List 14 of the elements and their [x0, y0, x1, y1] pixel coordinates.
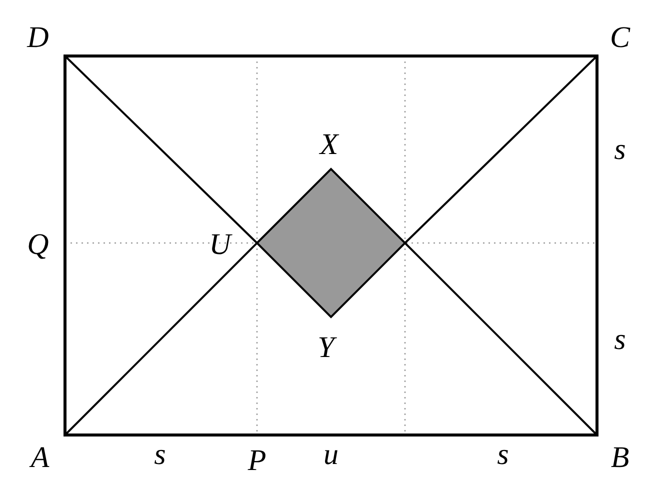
- length-label: s: [497, 440, 509, 470]
- point-label: Q: [27, 230, 49, 260]
- point-label: X: [320, 130, 338, 160]
- length-label: u: [324, 440, 338, 470]
- point-label: D: [27, 23, 49, 53]
- point-label: A: [30, 443, 50, 473]
- length-label: s: [614, 135, 626, 165]
- point-label: B: [610, 443, 630, 473]
- point-label: C: [610, 23, 630, 53]
- length-label: s: [154, 440, 166, 470]
- point-label: Y: [318, 333, 334, 363]
- point-label: U: [209, 230, 231, 260]
- length-label: s: [614, 325, 626, 355]
- point-label: P: [248, 446, 266, 476]
